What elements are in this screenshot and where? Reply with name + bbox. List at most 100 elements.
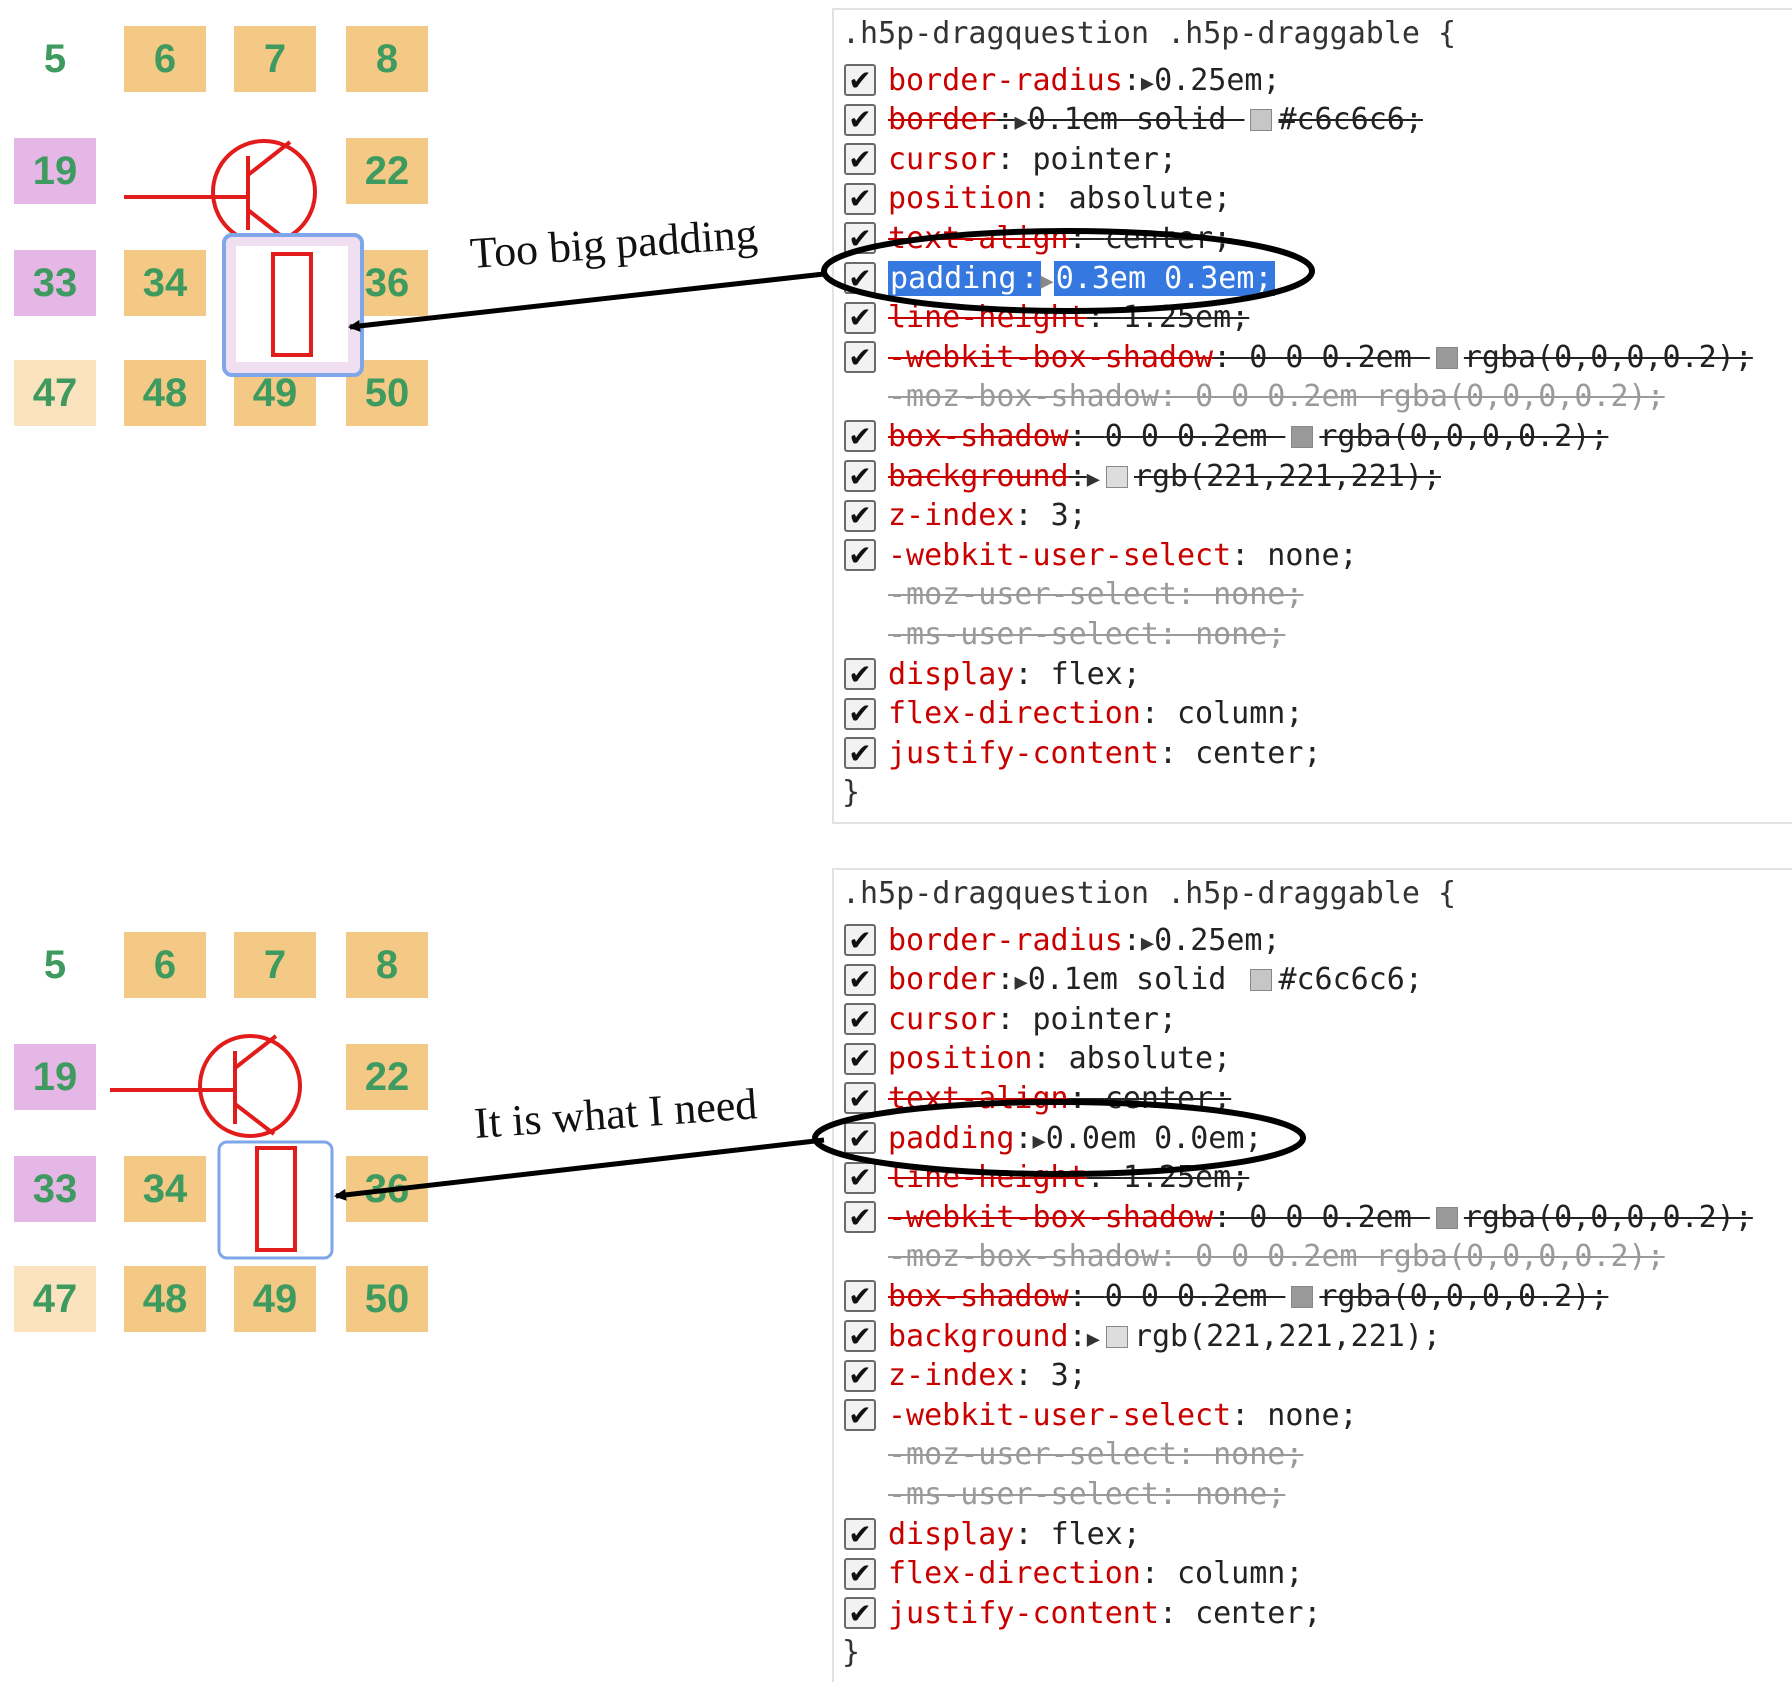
css-declaration[interactable]: -webkit-box-shadow: 0 0 0.2em rgba(0,0,0… [888, 340, 1753, 375]
css-declaration[interactable]: line-height: 1.25em; [888, 1160, 1249, 1195]
css-property-name[interactable]: padding [888, 260, 1019, 296]
triangle-right-icon[interactable]: ▶ [1014, 110, 1028, 136]
css-property-name[interactable]: position [888, 1041, 1033, 1077]
triangle-right-icon[interactable]: ▶ [1014, 970, 1028, 996]
css-property-name[interactable]: border [888, 962, 997, 998]
grid-cell-34[interactable]: 34 [124, 1156, 206, 1222]
css-declaration[interactable]: box-shadow: 0 0 0.2em rgba(0,0,0,0.2); [888, 1279, 1608, 1314]
css-property-value[interactable]: column; [1177, 696, 1304, 732]
grid-cell-8[interactable]: 8 [346, 26, 428, 92]
css-property-name[interactable]: padding [888, 1120, 1015, 1156]
checkmark-icon[interactable]: ✔ [844, 420, 876, 453]
css-property-value[interactable]: flex; [1050, 656, 1141, 692]
checkmark-icon[interactable]: ✔ [844, 1280, 876, 1313]
css-declaration[interactable]: flex-direction: column; [888, 696, 1303, 731]
grid-cell-6[interactable]: 6 [124, 932, 206, 998]
grid-cell-8[interactable]: 8 [346, 932, 428, 998]
css-property-name[interactable]: z-index [888, 498, 1015, 534]
checkmark-icon[interactable]: ✔ [844, 1359, 876, 1392]
triangle-right-icon[interactable]: ▶ [1086, 1326, 1100, 1352]
css-property-value[interactable]: 0 0 0.2em [1249, 1199, 1430, 1235]
grid-cell-6[interactable]: 6 [124, 26, 206, 92]
css-property-name[interactable]: border [888, 102, 997, 138]
css-property-value[interactable]: 0.1em solid [1027, 102, 1245, 138]
css-property-value[interactable]: none; [1213, 577, 1304, 613]
css-declaration[interactable]: justify-content: center; [888, 1596, 1322, 1631]
css-property-name[interactable]: cursor [888, 141, 997, 177]
checkmark-icon[interactable]: ✔ [844, 341, 876, 374]
css-property-name[interactable]: -webkit-box-shadow [888, 339, 1214, 375]
css-declaration[interactable]: border:▶0.1em solid #c6c6c6; [888, 962, 1423, 997]
css-declaration[interactable]: padding:▶0.0em 0.0em; [888, 1121, 1263, 1156]
checkmark-icon[interactable]: ✔ [844, 1320, 876, 1353]
color-swatch-icon[interactable] [1435, 1206, 1458, 1229]
grid-cell-34[interactable]: 34 [124, 250, 206, 316]
css-property-value[interactable]: 0 0 0.2em [1104, 1278, 1286, 1314]
color-swatch-icon[interactable] [1105, 1325, 1128, 1348]
checkmark-icon[interactable]: ✔ [844, 1399, 876, 1432]
css-property-value[interactable]: none; [1213, 1437, 1304, 1473]
css-property-value[interactable]: 0 0 0.2em rgba(0,0,0,0.2); [1195, 1239, 1665, 1275]
css-declaration[interactable]: background:▶rgb(221,221,221); [888, 459, 1441, 494]
css-property-name[interactable]: border-radius [888, 922, 1123, 958]
css-declaration[interactable]: justify-content: center; [888, 736, 1322, 771]
grid-cell-33[interactable]: 33 [14, 250, 96, 316]
grid-cell-22[interactable]: 22 [346, 1044, 428, 1110]
triangle-right-icon[interactable]: ▶ [1040, 268, 1054, 294]
css-property-value[interactable]: absolute; [1068, 1041, 1232, 1077]
css-property-value[interactable]: none; [1195, 616, 1286, 652]
css-property-name[interactable]: -webkit-user-select [888, 1397, 1232, 1433]
css-declaration[interactable]: -moz-box-shadow: 0 0 0.2em rgba(0,0,0,0.… [888, 379, 1665, 414]
checkmark-icon[interactable]: ✔ [844, 64, 876, 97]
css-property-value[interactable]: 0.3em 0.3em; [1053, 260, 1275, 296]
css-property-name[interactable]: display [888, 656, 1015, 692]
grid-cell-48[interactable]: 48 [124, 1266, 206, 1332]
css-property-value[interactable]: pointer; [1032, 1001, 1178, 1037]
grid-cell-19[interactable]: 19 [14, 1044, 96, 1110]
css-property-name[interactable]: -moz-user-select [888, 577, 1177, 613]
css-property-value[interactable]: 0 0 0.2em rgba(0,0,0,0.2); [1195, 379, 1665, 415]
css-property-name[interactable]: cursor [888, 1001, 997, 1037]
css-property-value[interactable]: #c6c6c6; [1278, 102, 1423, 138]
css-property-name[interactable]: box-shadow [888, 418, 1069, 454]
checkmark-icon[interactable]: ✔ [844, 1082, 876, 1115]
grid-cell-7[interactable]: 7 [234, 26, 316, 92]
checkmark-icon[interactable]: ✔ [844, 924, 876, 957]
color-swatch-icon[interactable] [1291, 1285, 1314, 1308]
css-declaration[interactable]: -webkit-box-shadow: 0 0 0.2em rgba(0,0,0… [888, 1200, 1753, 1235]
css-declaration[interactable]: border-radius:▶0.25em; [888, 63, 1281, 98]
css-property-name[interactable]: flex-direction [888, 1556, 1141, 1592]
triangle-right-icon[interactable]: ▶ [1140, 930, 1155, 956]
color-swatch-icon[interactable] [1250, 969, 1273, 992]
css-property-name[interactable]: justify-content [888, 735, 1159, 771]
checkmark-icon[interactable]: ✔ [844, 1122, 876, 1155]
css-declaration[interactable]: display: flex; [888, 1517, 1141, 1552]
checkmark-icon[interactable]: ✔ [844, 1201, 876, 1234]
css-property-value[interactable]: #c6c6c6; [1278, 962, 1423, 998]
checkmark-icon[interactable]: ✔ [844, 103, 876, 136]
css-property-value[interactable]: rgb(221,221,221); [1133, 1318, 1441, 1354]
css-declaration[interactable]: box-shadow: 0 0 0.2em rgba(0,0,0,0.2); [888, 419, 1608, 454]
checkmark-icon[interactable]: ✔ [844, 182, 876, 215]
checkmark-icon[interactable]: ✔ [844, 658, 876, 691]
grid-cell-47[interactable]: 47 [14, 1266, 96, 1332]
css-property-name[interactable]: justify-content [888, 1595, 1159, 1631]
css-property-name[interactable]: box-shadow [888, 1278, 1069, 1314]
css-property-value[interactable]: flex; [1050, 1516, 1141, 1552]
css-property-value[interactable]: rgba(0,0,0,0.2); [1463, 1199, 1753, 1235]
css-declaration[interactable]: z-index: 3; [888, 1358, 1087, 1393]
css-property-value[interactable]: 0 0 0.2em [1104, 418, 1286, 454]
css-property-name[interactable]: flex-direction [888, 696, 1141, 732]
checkmark-icon[interactable]: ✔ [844, 1003, 876, 1036]
css-property-value[interactable]: 3; [1050, 1358, 1087, 1394]
grid-cell-50[interactable]: 50 [346, 360, 428, 426]
checkmark-icon[interactable]: ✔ [844, 1161, 876, 1194]
checkmark-icon[interactable]: ✔ [844, 1597, 876, 1630]
triangle-right-icon[interactable]: ▶ [1140, 70, 1155, 96]
css-declaration[interactable]: display: flex; [888, 657, 1141, 692]
css-declaration[interactable]: -webkit-user-select: none; [888, 1398, 1358, 1433]
grid-cell-47[interactable]: 47 [14, 360, 96, 426]
css-property-name[interactable]: -moz-user-select [888, 1437, 1177, 1473]
css-property-name[interactable]: -webkit-box-shadow [888, 1199, 1214, 1235]
css-declaration[interactable]: -moz-user-select: none; [888, 577, 1303, 612]
